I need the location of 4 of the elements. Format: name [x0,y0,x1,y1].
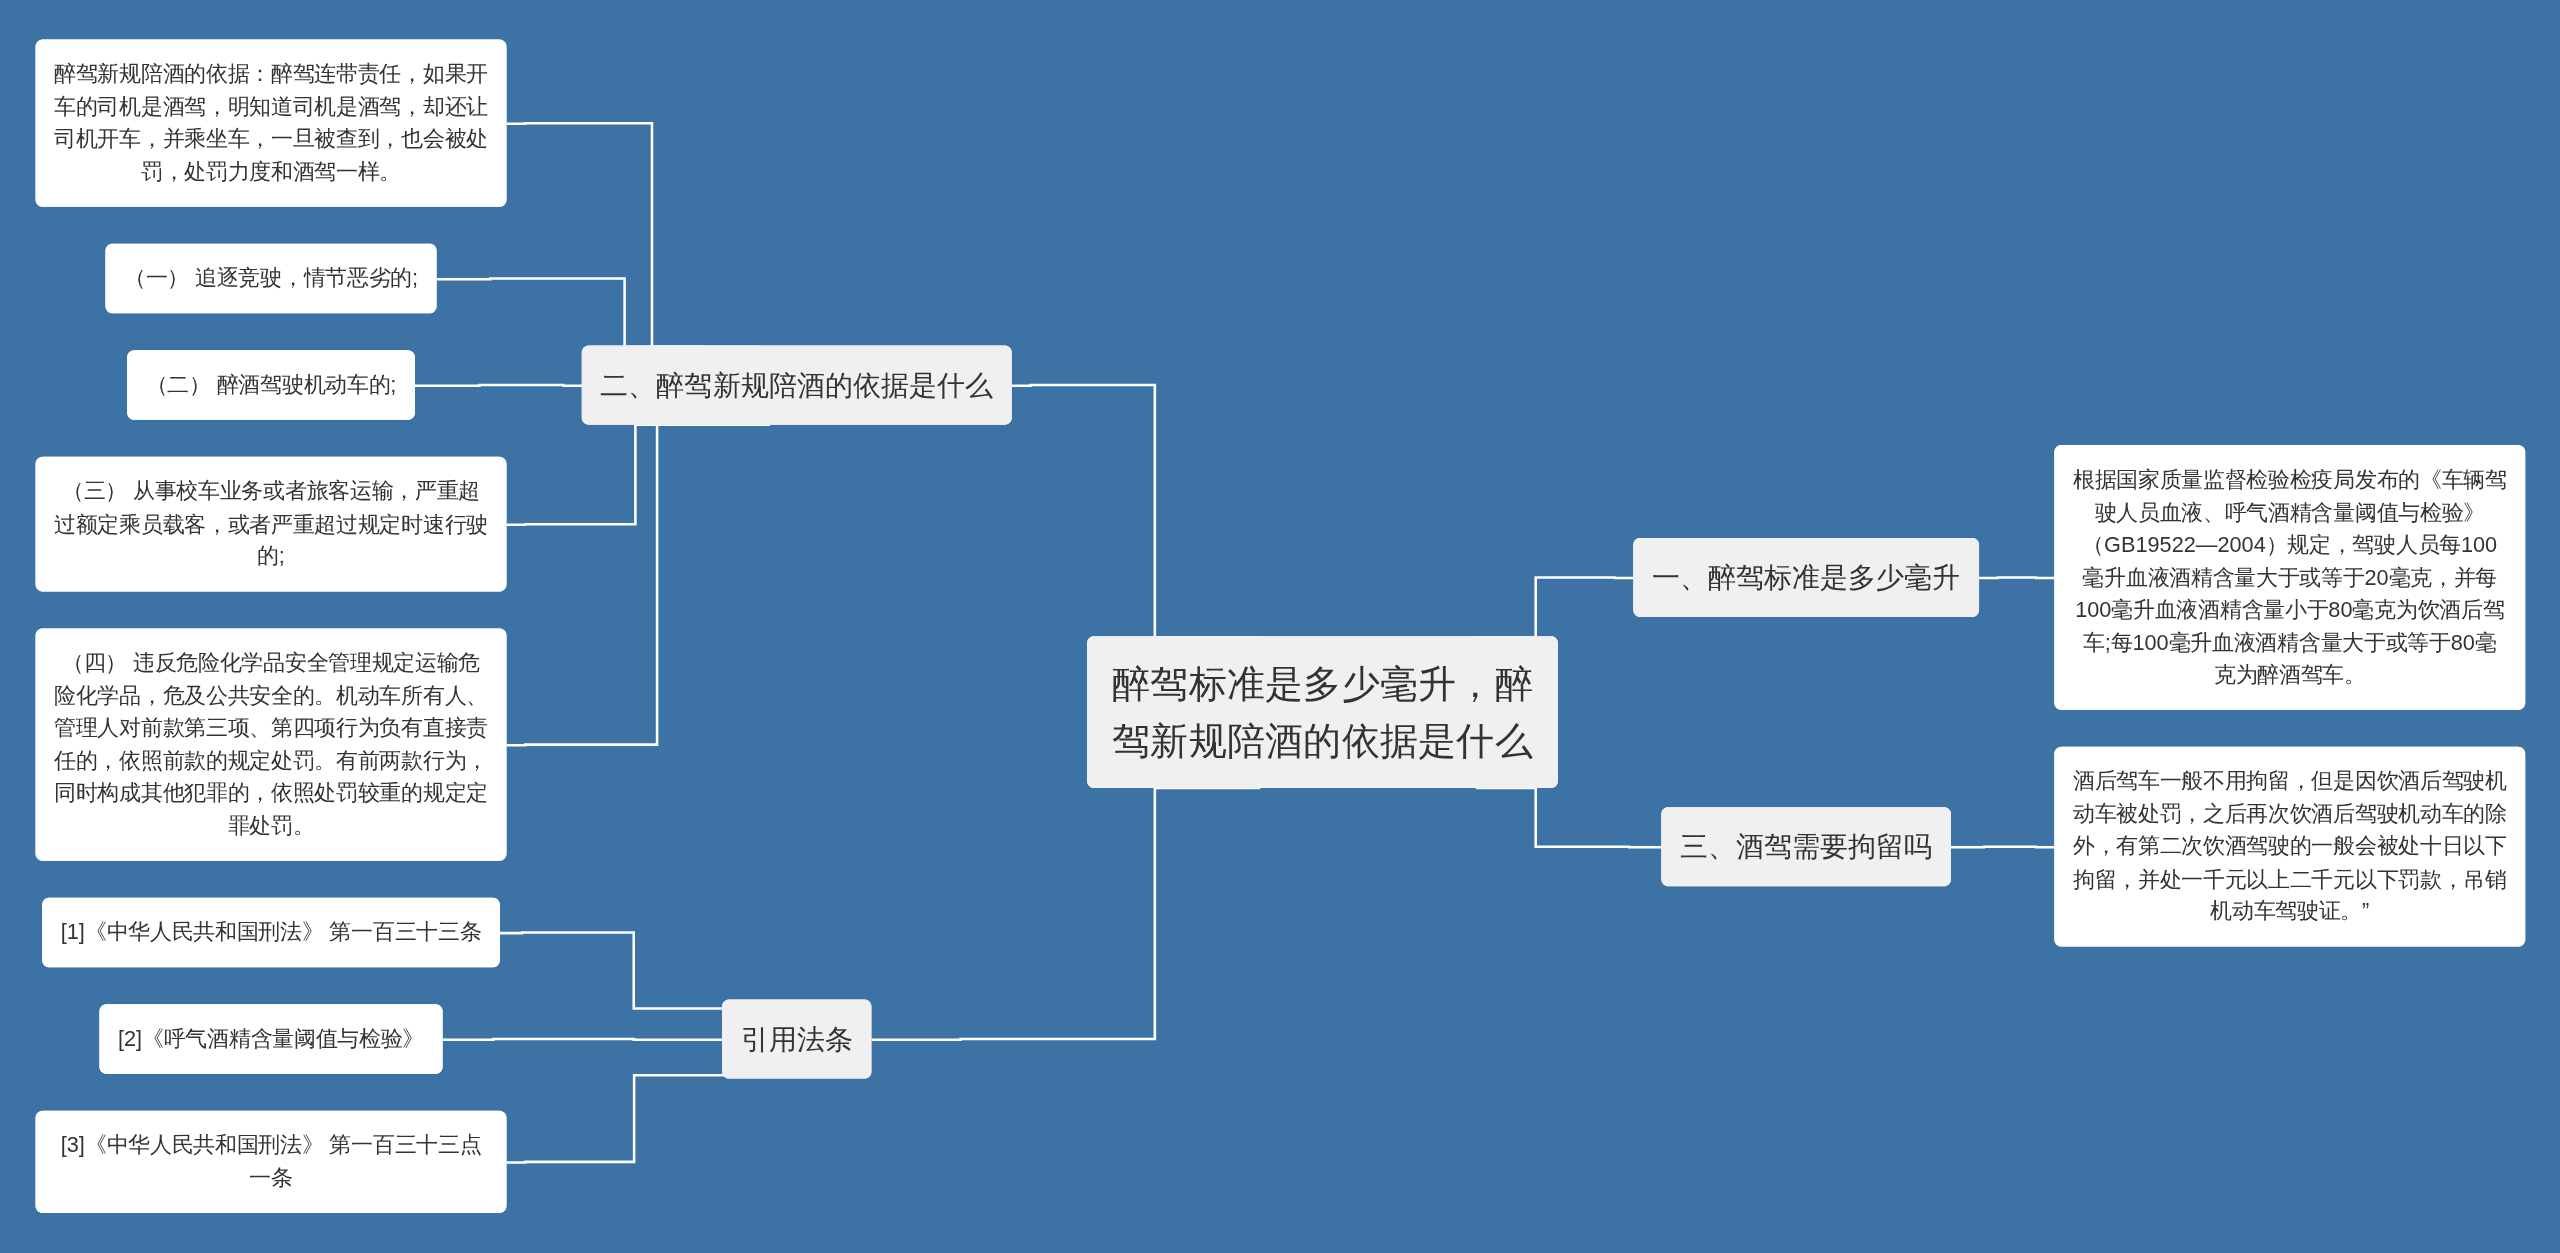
connector [871,786,1260,1042]
connector [442,1038,723,1042]
connector [506,1074,724,1165]
connector [499,931,723,1010]
